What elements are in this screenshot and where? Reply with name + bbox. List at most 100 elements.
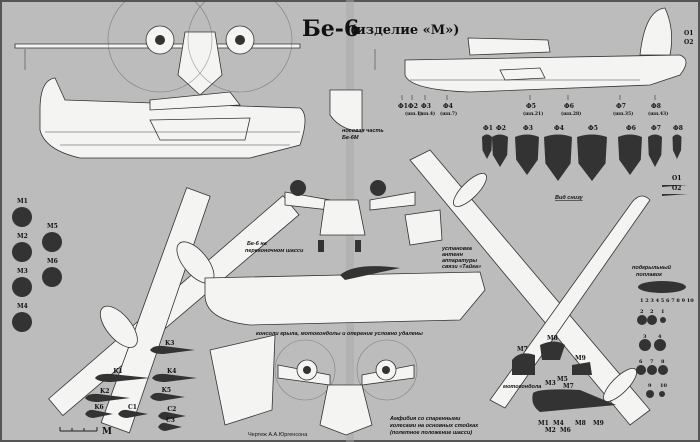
k-section-shape — [85, 409, 113, 418]
section-label: Ф3 — [523, 125, 533, 132]
frame-note: (шп.35) — [613, 110, 633, 117]
amphibian-label-2: колесами на основных стойках — [390, 422, 479, 429]
k-section-shape — [85, 393, 130, 402]
front-view-amphibian — [274, 339, 418, 436]
scale-bar: M — [59, 427, 112, 437]
k-section-shape — [158, 422, 182, 431]
station-m6: M6 — [560, 427, 571, 434]
m-section-label: M5 — [47, 223, 58, 230]
frame-note: (шп.21) — [523, 110, 543, 117]
float-label-2: поплавок — [636, 272, 663, 278]
m-section-shape — [12, 277, 32, 297]
section-shape — [648, 134, 662, 167]
frame-note: (шп.43) — [648, 110, 668, 117]
section-shape — [618, 134, 642, 175]
credit: Чертеж А.А.Юргенсона — [248, 432, 308, 438]
float-section-shape — [659, 391, 665, 397]
float-section-shape — [647, 315, 657, 325]
float-section-label: 6 — [639, 359, 643, 365]
scale-unit: M — [102, 427, 112, 437]
antenna-detail — [404, 209, 443, 246]
station-m3: M3 — [545, 380, 556, 387]
frame-label: Ф4 — [443, 103, 453, 110]
nose-label-2: Бе-6М — [342, 135, 359, 141]
nose-view: носовая часть Бе-6М — [329, 89, 384, 141]
side-view-center — [204, 266, 486, 326]
section-label: Ф2 — [496, 125, 506, 132]
float-section-label: 2 — [650, 309, 654, 315]
k-section-label: K5 — [162, 387, 171, 394]
frame-label: Ф8 — [651, 103, 661, 110]
frame-note: (шп.28) — [561, 110, 581, 117]
k-section-label: K4 — [167, 368, 176, 375]
float-profile — [638, 281, 686, 293]
m-section-label: M1 — [17, 198, 28, 205]
float-section-label: 4 — [658, 334, 662, 340]
k-section-shape — [150, 392, 185, 401]
nacelle-m7: M7 — [517, 346, 528, 353]
section-shape — [515, 134, 539, 175]
k-section-label: K6 — [94, 404, 103, 411]
frame-label: Ф5 — [526, 103, 536, 110]
k-section-shape — [152, 373, 197, 382]
frame-note: (шп.7) — [440, 110, 457, 117]
antenna-label-1: установка — [441, 246, 472, 252]
frame-label: Ф2 — [408, 103, 418, 110]
k-section-label: K3 — [165, 340, 174, 347]
m-section-label: M2 — [17, 233, 28, 240]
float-station-label: 8 — [676, 298, 680, 304]
section-shape — [577, 134, 607, 181]
section-o2-shape — [662, 194, 688, 196]
section-label: Ф8 — [673, 125, 683, 132]
nacelle-m8: M8 — [547, 335, 558, 342]
section-shape — [482, 134, 492, 159]
section-label: Ф4 — [554, 125, 564, 132]
float-section-label: 8 — [661, 359, 665, 365]
float-section-shape — [660, 317, 666, 323]
section-label: Ф5 — [588, 125, 598, 132]
float-section-shape — [636, 365, 646, 375]
waterline-o2: O2 — [684, 39, 693, 46]
float-station-label: 9 — [682, 298, 686, 304]
antenna-label-3: аппаратуры — [442, 258, 477, 264]
nacelle-label: мотогондола — [503, 384, 541, 390]
float-section-shape — [647, 365, 657, 375]
station-m4: M4 — [553, 420, 564, 427]
frame-note: (шп.1) — [405, 110, 422, 117]
float-section-label: 7 — [650, 359, 654, 365]
waterline-o1: O1 — [684, 30, 693, 37]
float-section-label: 10 — [660, 383, 667, 389]
k-section-label: C3 — [166, 417, 175, 424]
float-station-label: 4 — [656, 298, 660, 304]
station-m9: M9 — [593, 420, 604, 427]
section-o1: O1 — [672, 175, 681, 182]
m-section-label: M4 — [17, 303, 28, 310]
side-view-main — [404, 7, 687, 93]
m-section-shape — [12, 312, 32, 332]
title: Бе-6 — [302, 16, 359, 42]
plan-view-left — [48, 187, 300, 434]
float-section-shape — [654, 339, 666, 351]
m-section-label: M3 — [17, 268, 28, 275]
m-section-shape — [42, 232, 62, 252]
float-station-label: 2 — [645, 298, 649, 304]
k-section-label: K2 — [100, 388, 109, 395]
float-section-shape — [639, 339, 651, 351]
amphibian-label-1: Амфибия со спаренными — [389, 415, 461, 422]
frame-note: (шп.4) — [418, 110, 435, 117]
k-section-shape — [150, 345, 195, 354]
frame-label: Ф6 — [564, 103, 574, 110]
float-section-label: 3 — [643, 334, 647, 340]
station-m8: M8 — [575, 420, 586, 427]
section-o2: O2 — [672, 185, 681, 192]
float-section-label: 1 — [661, 309, 664, 315]
section-label: Ф6 — [626, 125, 636, 132]
side-view-left — [39, 77, 306, 159]
station-m2: M2 — [545, 427, 556, 434]
m-section-shape — [42, 267, 62, 287]
float-section-shape — [646, 390, 654, 398]
front-view-ferry — [284, 180, 416, 252]
